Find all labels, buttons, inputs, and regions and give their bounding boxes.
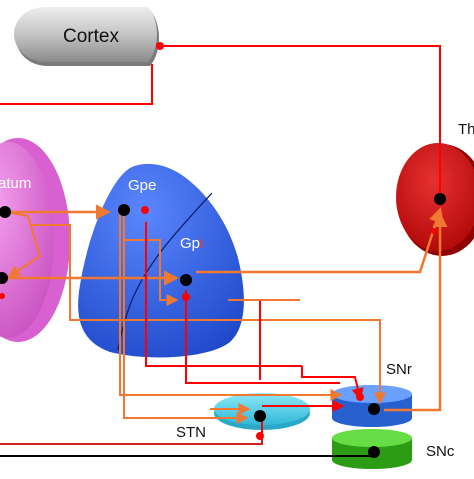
- gpi-neuron: [180, 274, 192, 286]
- gpe-neuron: [118, 204, 130, 216]
- snc-neuron: [368, 446, 380, 458]
- gpi-red-dot: [182, 293, 190, 301]
- snr-red-dot: [356, 393, 364, 401]
- striatum-red-dot: [0, 293, 5, 299]
- snr-label: SNr: [386, 361, 412, 378]
- snr-neuron: [368, 403, 380, 415]
- cortex-label: Cortex: [63, 26, 119, 47]
- neuron-dots: [0, 42, 446, 458]
- stn-to-gpi-projection: [228, 299, 300, 380]
- cortex-shape: [14, 7, 159, 66]
- striatum-neuron-upper: [0, 206, 11, 218]
- stn-neuron: [254, 410, 266, 422]
- gpi-label-prefix: Gp: [180, 235, 200, 252]
- cortex-red-dot: [156, 42, 164, 50]
- gpe-red-dot: [141, 206, 149, 214]
- striatum-label: atum: [0, 175, 31, 192]
- snr-to-thalamus-projection: [384, 212, 448, 412]
- cortex-to-thalamus-path: [160, 45, 441, 198]
- cortex-to-striatum-path: [0, 64, 153, 105]
- thalamus-label: Th: [458, 121, 474, 138]
- gpe-to-stn-projection: [123, 216, 249, 424]
- stn-red-dot: [256, 432, 264, 440]
- gpe-label: Gpe: [128, 177, 156, 194]
- thalamus-red-dot: [431, 228, 437, 234]
- gpi-label: Gpi: [180, 235, 203, 252]
- striatum-neuron-lower: [0, 272, 8, 284]
- gpi-output-projection: [145, 222, 364, 401]
- gpe-to-snr-projection: [119, 212, 343, 401]
- thalamus-neuron: [434, 193, 446, 205]
- gpi-label-suffix: i: [200, 235, 203, 252]
- stn-label: STN: [176, 424, 206, 441]
- snc-label: SNc: [426, 443, 455, 460]
- globus-pallidus-shape: [78, 163, 244, 358]
